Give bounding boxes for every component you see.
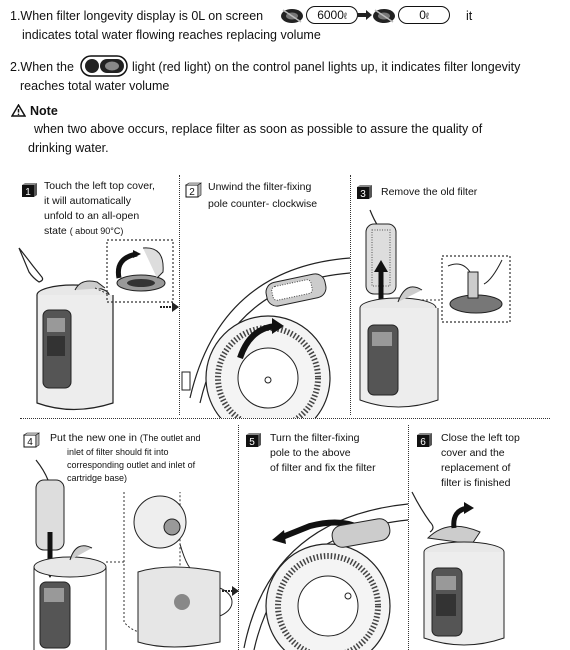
step-5-icon: 5 [246,433,261,448]
step-1-line: it will automatically [44,195,131,207]
step-2-illustration [181,257,350,418]
step-2-line: pole counter- clockwise [208,198,318,210]
step-4-icon: 4 [23,432,40,448]
step-4-line: Put the new one in (The outlet and [50,431,200,445]
step-6-line: replacement of [441,462,511,474]
intro-line2-prefix: 2.When the [10,60,74,74]
display-6000-unit: ℓ [343,11,347,21]
step-6-line: filter is finished [441,477,511,489]
step-1-number: 1 [25,187,31,198]
divider [20,418,550,419]
step-3-illustration [359,209,511,408]
step-4-detail: cartridge base) [67,473,128,483]
step-6-illustration [411,491,505,646]
intro-line2-suffix: light (red light) on the control panel l… [132,60,521,74]
step-5-line: pole to the above [270,447,351,459]
arrow-right-icon [357,10,372,20]
step-1-temp: ( about 90°C) [69,226,124,236]
step-4-number: 4 [27,437,33,448]
step-1-icon: 1 [22,183,37,198]
display-6000: 6000ℓ [306,6,358,24]
display-0-unit: ℓ [425,11,429,21]
warning-icon [11,104,26,117]
step-4-detail: corresponding outlet and inlet of [67,460,196,470]
display-0-value: 0 [419,8,426,22]
step-6-line: Close the left top [441,432,520,444]
step-3-icon: 3 [357,185,372,200]
divider [179,175,180,415]
intro-line2b: reaches total water volume [20,79,170,93]
arrow-right-icon [222,586,239,596]
step-1-illustration [18,239,174,411]
filter-cartridge-icon [281,9,303,23]
divider [350,175,351,415]
arrow-right-icon [160,302,179,312]
step-4-detail: (The outlet and [139,433,201,443]
step-2-icon: 2 [185,182,202,198]
step-4-detail: inlet of filter should fit into [67,447,169,457]
step-3-line: Remove the old filter [381,186,478,198]
step-2-line: Unwind the filter-fixing [208,181,312,193]
note-line1: when two above occurs, replace filter as… [34,122,483,136]
display-0: 0ℓ [398,6,450,24]
step-4-main: Put the new one in [50,432,137,444]
step-2-number: 2 [189,187,195,198]
step-4-illustration [33,459,233,650]
divider [408,425,409,650]
step-1-line: state ( about 90°C) [44,224,123,238]
filter-cartridge-icon [373,9,395,23]
display-6000-value: 6000 [317,8,344,22]
intro-line1b: indicates total water flowing reaches re… [22,28,321,42]
intro-line1-prefix: 1.When filter longevity display is 0L on… [10,9,264,23]
note-title: Note [30,104,58,118]
step-5-line: of filter and fix the filter [270,462,376,474]
divider [238,425,239,650]
step-5-number: 5 [249,437,255,448]
step-6-line: cover and the [441,447,505,459]
step-6-icon: 6 [417,433,432,448]
filter-warning-light-icon [80,55,128,77]
intro-line1-suffix: it [466,9,473,23]
step-6-number: 6 [420,437,426,448]
step-3-number: 3 [360,189,366,200]
step-5-illustration [243,503,408,650]
step-1-line: Touch the left top cover, [44,180,155,192]
note-line2: drinking water. [28,141,109,155]
step-5-line: Turn the filter-fixing [270,432,360,444]
step-1-line: unfold to an all-open [44,210,140,222]
step-1-state: state [44,225,67,237]
